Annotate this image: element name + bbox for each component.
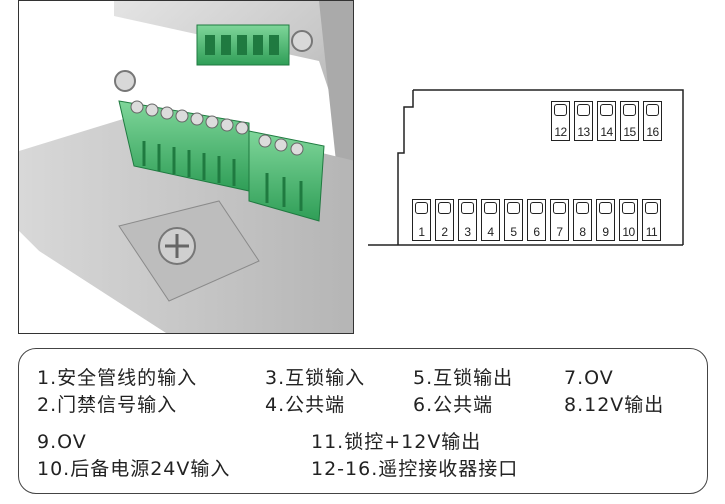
pin-3: 3: [458, 199, 477, 241]
pin-11: 11: [642, 199, 661, 241]
legend-item-9: 9.OV: [37, 431, 87, 453]
pin-number: 7: [556, 225, 563, 239]
legend-item-4: 4.公共端: [265, 394, 346, 416]
pin-number: 5: [510, 225, 517, 239]
pin-number: 6: [533, 225, 540, 239]
legend-item-10: 10.后备电源24V输入: [37, 458, 231, 480]
legend-item-12-16: 12-16.遥控接收器接口: [311, 458, 519, 480]
pin-hole: [599, 202, 612, 214]
pin-number: 4: [487, 225, 494, 239]
pin-number: 2: [441, 225, 448, 239]
pin-4: 4: [481, 199, 500, 241]
pin-15: 15: [620, 101, 639, 141]
pin-number: 16: [646, 125, 659, 139]
pin-hole: [600, 104, 613, 116]
pin-hole: [577, 104, 590, 116]
legend-item-1: 1.安全管线的输入: [37, 367, 198, 389]
pin-hole: [415, 202, 428, 214]
pin-number: 10: [622, 225, 635, 239]
pin-number: 3: [464, 225, 471, 239]
pin-hole: [576, 202, 589, 214]
pin-hole: [554, 104, 567, 116]
pin-number: 8: [579, 225, 586, 239]
pin-hole: [623, 104, 636, 116]
pin-hole: [484, 202, 497, 214]
pin-legend: 1.安全管线的输入 3.互锁输入 5.互锁输出 7.OV 2.门禁信号输入 4.…: [18, 348, 708, 494]
pin-hole: [530, 202, 543, 214]
pin-hole: [553, 202, 566, 214]
housing-outline: [397, 89, 684, 245]
pin-16: 16: [643, 101, 662, 141]
pin-hole: [646, 104, 659, 116]
pin-1: 1: [412, 199, 431, 241]
pin-hole: [645, 202, 658, 214]
legend-item-6: 6.公共端: [413, 394, 494, 416]
pin-number: 15: [623, 125, 636, 139]
pin-10: 10: [619, 199, 638, 241]
metal-housing: [114, 1, 353, 191]
legend-item-11: 11.锁控+12V输出: [311, 431, 482, 453]
pin-number: 14: [600, 125, 613, 139]
pin-12: 12: [551, 101, 570, 141]
pin-6: 6: [527, 199, 546, 241]
pin-8: 8: [573, 199, 592, 241]
pin-number: 9: [602, 225, 609, 239]
pin-number: 11: [645, 225, 658, 239]
legend-item-2: 2.门禁信号输入: [37, 394, 178, 416]
pin-2: 2: [435, 199, 454, 241]
pin-hole: [622, 202, 635, 214]
legend-item-7: 7.OV: [564, 367, 614, 389]
pin-hole: [507, 202, 520, 214]
product-photo: [18, 0, 354, 334]
legend-item-5: 5.互锁输出: [413, 367, 514, 389]
legend-item-3: 3.互锁输入: [265, 367, 366, 389]
legend-item-8: 8.12V输出: [564, 394, 665, 416]
pin-number: 13: [577, 125, 590, 139]
pin-9: 9: [596, 199, 615, 241]
pin-13: 13: [574, 101, 593, 141]
pin-7: 7: [550, 199, 569, 241]
pin-number: 12: [554, 125, 567, 139]
pin-14: 14: [597, 101, 616, 141]
pin-number: 1: [418, 225, 425, 239]
pin-hole: [461, 202, 474, 214]
pin-hole: [438, 202, 451, 214]
pin-5: 5: [504, 199, 523, 241]
